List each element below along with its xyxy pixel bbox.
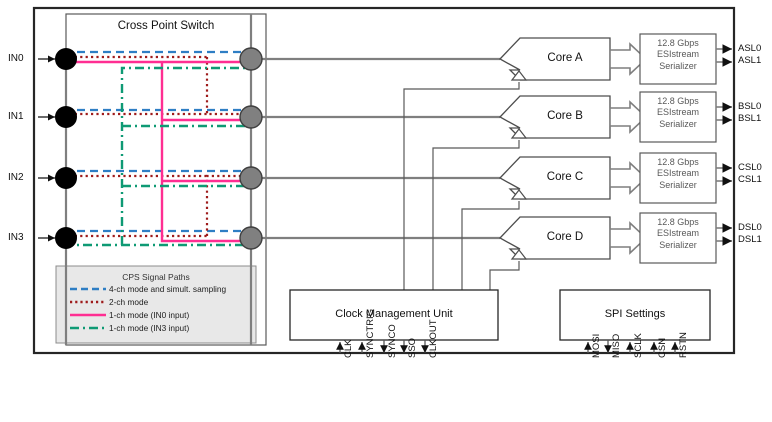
serializer-box-b xyxy=(639,91,717,143)
pin-label-synco: SYNCO xyxy=(387,324,398,358)
input-label-in1: IN1 xyxy=(8,111,24,122)
pin-label-synctrig: SYNCTRIG xyxy=(365,308,376,358)
pin-label-csn: CSN xyxy=(657,337,668,358)
legend-label-1: 2-ch mode xyxy=(109,297,149,307)
core-label-a: Core A xyxy=(547,52,583,64)
serializer-a-line2: ESIstream xyxy=(656,49,699,60)
pin-label-mosi: MOSI xyxy=(591,333,602,358)
core-label-d: Core D xyxy=(546,231,584,243)
output-label-a: ASL0 ASL1 xyxy=(738,43,761,67)
clk-wire-core-d xyxy=(489,261,520,290)
core-clk-notch-c xyxy=(510,189,528,200)
output-a-p1: ASL1 xyxy=(738,54,762,66)
serializer-text-d: 12.8 Gbps ESIstream Serializer xyxy=(640,217,716,251)
cps-node-in0 xyxy=(55,48,77,70)
path-1ch-in3-bus xyxy=(120,66,250,245)
legend-label-3: 1-ch mode (IN3 input) xyxy=(109,323,190,333)
core-label-b: Core B xyxy=(547,110,583,122)
output-label-d: DSL0 DSL1 xyxy=(738,222,762,246)
output-c-p0: CSL0 xyxy=(738,162,762,173)
input-label-in3: IN3 xyxy=(8,232,24,243)
legend-label-0: 4-ch mode and simult. sampling xyxy=(109,284,227,294)
serializer-b-line3: Serializer xyxy=(659,118,697,129)
clk-wire-core-c xyxy=(461,201,520,290)
core-shape-d xyxy=(498,216,611,260)
cps-node-outd xyxy=(239,226,263,250)
output-b-p0: BSL0 xyxy=(738,101,762,112)
serializer-c-line1: 12.8 Gbps xyxy=(657,157,699,167)
core-shape-b xyxy=(498,95,611,139)
path-1ch-in0-bus xyxy=(160,62,250,243)
pin-label-miso: MISO xyxy=(611,333,622,358)
clk-wire-core-b xyxy=(432,140,520,290)
cps-node-in3 xyxy=(55,227,77,249)
output-b-p1: BSL1 xyxy=(738,112,762,124)
cps-node-outb xyxy=(239,105,263,129)
cross-point-switch-title: Cross Point Switch xyxy=(117,20,215,32)
core-clk-notch-d xyxy=(510,249,528,260)
legend-label-2: 1-ch mode (IN0 input) xyxy=(109,310,190,320)
serializer-c-line3: Serializer xyxy=(659,179,697,190)
output-c-p1: CSL1 xyxy=(738,173,762,185)
output-label-b: BSL0 BSL1 xyxy=(738,101,761,125)
serializer-a-line3: Serializer xyxy=(659,60,697,71)
serializer-b-line2: ESIstream xyxy=(656,107,699,118)
serializer-d-line3: Serializer xyxy=(659,239,697,250)
spi-box xyxy=(559,289,711,341)
cps-input-nodes xyxy=(55,48,77,249)
serializer-d-line2: ESIstream xyxy=(656,228,699,239)
path-2ch-in2-b xyxy=(205,174,250,236)
pin-label-sclk: SCLK xyxy=(633,333,644,358)
output-d-p0: DSL0 xyxy=(738,222,762,233)
serializer-c-line2: ESIstream xyxy=(656,168,699,179)
pin-label-sso: SSO xyxy=(407,337,418,358)
pin-label-rstn: RSTN xyxy=(678,332,689,358)
output-a-p0: ASL0 xyxy=(738,43,762,54)
serializer-box-c xyxy=(639,152,717,204)
spi-label: SPI Settings xyxy=(604,308,666,320)
cmu-box xyxy=(289,289,499,341)
core-to-serializer-arrows xyxy=(609,42,648,255)
input-label-in2: IN2 xyxy=(8,172,24,183)
cps-node-in2 xyxy=(55,167,77,189)
serializer-box-d xyxy=(639,212,717,264)
serializer-a-line1: 12.8 Gbps xyxy=(657,38,699,48)
legend-box xyxy=(55,265,257,344)
cps-output-nodes xyxy=(239,47,263,250)
serializer-text-b: 12.8 Gbps ESIstream Serializer xyxy=(640,96,716,130)
legend-title: CPS Signal Paths xyxy=(122,272,190,282)
serializer-d-line1: 12.8 Gbps xyxy=(657,217,699,227)
core-shape-c xyxy=(498,156,611,200)
pin-label-clkout: CLKOUT xyxy=(428,319,439,358)
core-label-c: Core C xyxy=(546,171,584,183)
cps-node-outc xyxy=(239,166,263,190)
clk-wire-core-a xyxy=(403,82,520,290)
core-shape-a xyxy=(498,37,611,81)
cps-node-in1 xyxy=(55,106,77,128)
serializer-text-c: 12.8 Gbps ESIstream Serializer xyxy=(640,157,716,191)
input-label-in0: IN0 xyxy=(8,53,24,64)
core-clk-notch-a xyxy=(510,70,528,81)
pin-label-clk: CLK xyxy=(343,339,354,358)
cps-node-outa xyxy=(239,47,263,71)
serializer-box-a xyxy=(639,33,717,85)
cmu-label: Clock Management Unit xyxy=(335,308,453,320)
core-clk-notch-b xyxy=(510,128,528,139)
serializer-text-a: 12.8 Gbps ESIstream Serializer xyxy=(640,38,716,72)
serializer-b-line1: 12.8 Gbps xyxy=(657,96,699,106)
output-label-c: CSL0 CSL1 xyxy=(738,162,762,186)
output-d-p1: DSL1 xyxy=(738,233,762,245)
